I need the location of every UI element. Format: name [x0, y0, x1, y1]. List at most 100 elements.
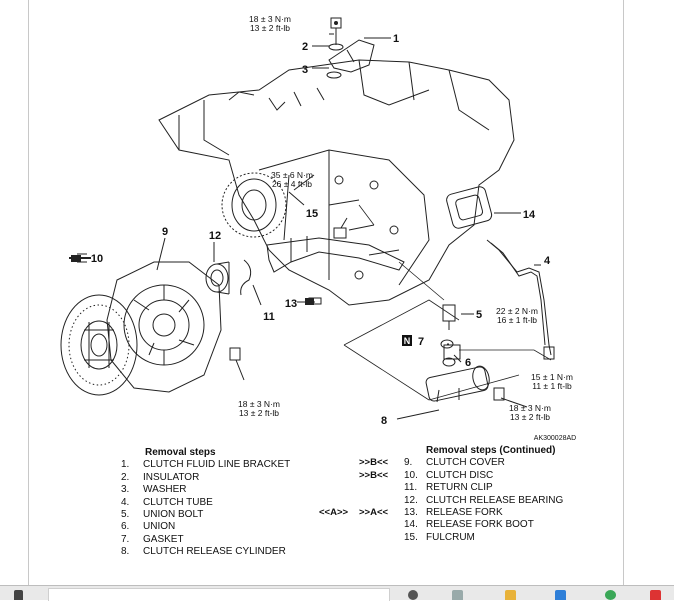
- callout-5: 5: [476, 309, 482, 321]
- removal-step: 5. UNION BOLT: [121, 509, 290, 521]
- step-number: 2.: [121, 471, 130, 483]
- torque-t3-nm: 22 ± 2 N·m: [496, 306, 538, 316]
- figure-code: AK300028AD: [534, 435, 576, 442]
- removal-step: <<A>> >>A<< 13. RELEASE FORK: [319, 507, 563, 519]
- step-label: CLUTCH RELEASE BEARING: [426, 494, 564, 506]
- clutch-exploded-diagram: 18 ± 3 N·m 13 ± 2 ft-lb 35 ± 6 N·m 26 ± …: [60, 14, 576, 442]
- removal-marker: >>A<<: [359, 507, 389, 519]
- torque-t1-ftlb: 13 ± 2 ft-lb: [250, 23, 290, 33]
- callout-4: 4: [544, 255, 551, 267]
- torque-t2-ftlb: 26 ± 4 ft-lb: [272, 179, 312, 189]
- callout-8: 8: [381, 415, 387, 427]
- step-number: 5.: [121, 509, 130, 521]
- new-part-marker: N: [404, 336, 411, 346]
- removal-steps-heading: Removal steps: [145, 447, 216, 458]
- callout-9: 9: [162, 226, 168, 238]
- task-view-icon[interactable]: [408, 590, 418, 600]
- step-label: CLUTCH COVER: [426, 457, 505, 469]
- callout-11: 11: [263, 311, 275, 323]
- torque-t4-nm: 15 ± 1 N·m: [531, 372, 573, 382]
- callout-7: 7: [418, 336, 424, 348]
- removal-steps-left: Removal steps 1. CLUTCH FLUID LINE BRACKE…: [121, 447, 290, 559]
- torque-t1-nm: 18 ± 3 N·m: [249, 14, 291, 24]
- step-label: UNION: [143, 521, 176, 533]
- removal-steps-continued-heading: Removal steps (Continued): [426, 445, 556, 456]
- removal-step: 2. INSULATOR: [121, 472, 290, 484]
- step-number: 10.: [404, 469, 418, 481]
- callout-15: 15: [306, 208, 318, 220]
- step-label: UNION BOLT: [143, 509, 204, 521]
- step-label: RELEASE FORK BOOT: [426, 519, 534, 531]
- step-number: 11.: [404, 482, 418, 494]
- step-label: WASHER: [143, 484, 187, 496]
- step-label: CLUTCH FLUID LINE BRACKET: [143, 459, 291, 471]
- removal-step: >>B<<9.CLUTCH COVER: [319, 457, 563, 469]
- step-number: 3.: [121, 484, 130, 496]
- install-marker: <<A>>: [319, 507, 349, 519]
- callout-3: 3: [302, 64, 308, 76]
- callout-2: 2: [302, 41, 308, 53]
- removal-marker: [359, 519, 404, 531]
- removal-step: 8.CLUTCH RELEASE CYLINDER: [121, 546, 290, 558]
- release-cylinder: [425, 366, 489, 402]
- callout-13: 13: [285, 298, 297, 310]
- viewer-margin: [0, 0, 28, 585]
- step-label: GASKET: [143, 533, 184, 545]
- step-label: FULCRUM: [426, 531, 475, 543]
- app-icon-2[interactable]: [650, 590, 661, 600]
- removal-step: 12.CLUTCH RELEASE BEARING: [319, 495, 563, 507]
- step-number: 9.: [404, 457, 413, 469]
- step-number: 14.: [404, 519, 418, 531]
- fluid-line-bracket: [328, 39, 375, 73]
- removal-step: >>B<<10.CLUTCH DISC: [319, 470, 563, 482]
- taskbar-search-box[interactable]: [48, 588, 390, 601]
- install-marker: [319, 482, 359, 494]
- app-icon-1[interactable]: [452, 590, 463, 600]
- torque-t3-ftlb: 16 ± 1 ft-lb: [497, 315, 537, 325]
- removal-step: 6. UNION: [121, 521, 290, 533]
- callout-6: 6: [465, 357, 471, 369]
- callout-10: 10: [91, 253, 103, 265]
- step-number: 13.: [404, 507, 418, 519]
- step-label: CLUTCH TUBE: [143, 496, 213, 508]
- release-fork-boot: [446, 186, 493, 229]
- install-marker: [319, 470, 359, 482]
- folder-icon[interactable]: [505, 590, 516, 600]
- callout-14: 14: [523, 209, 536, 221]
- removal-marker: [359, 495, 404, 507]
- removal-steps-right: Removal steps (Continued) >>B<<9.CLUTCH …: [319, 445, 563, 544]
- step-number: 1.: [121, 459, 130, 471]
- step-number: 15.: [404, 531, 418, 543]
- torque-t5-nm: 18 ± 3 N·m: [509, 403, 551, 413]
- clutch-cover: [106, 261, 222, 393]
- torque-t4-ftlb: 11 ± 1 ft-lb: [532, 381, 572, 391]
- torque-t5-ftlb: 13 ± 2 ft-lb: [510, 412, 550, 422]
- install-marker: [319, 519, 359, 531]
- removal-step: 3. WASHER: [121, 484, 290, 496]
- start-icon[interactable]: [14, 590, 23, 600]
- callout-12: 12: [209, 230, 221, 242]
- torque-t6-nm: 18 ± 3 N·m: [238, 399, 280, 409]
- step-label: RETURN CLIP: [426, 482, 493, 494]
- install-marker: [319, 495, 359, 507]
- release-fork: [266, 237, 405, 273]
- removal-step: 14. RELEASE FORK BOOT: [319, 519, 563, 531]
- removal-step: 1. CLUTCH FLUID LINE BRACKET: [121, 459, 290, 471]
- removal-step: 7.GASKET: [121, 534, 290, 546]
- clutch-tube: [486, 239, 552, 356]
- store-icon[interactable]: [555, 590, 566, 600]
- removal-marker: [359, 532, 404, 544]
- clutch-disc: [60, 294, 138, 396]
- removal-step: 4.CLUTCH TUBE: [121, 497, 290, 509]
- chrome-icon[interactable]: [605, 590, 616, 600]
- step-label: INSULATOR: [143, 471, 200, 483]
- install-marker: [319, 457, 359, 469]
- step-label: RELEASE FORK: [426, 507, 503, 519]
- torque-t6-ftlb: 13 ± 2 ft-lb: [239, 408, 279, 418]
- step-label: CLUTCH DISC: [426, 469, 494, 481]
- callout-1: 1: [393, 33, 399, 45]
- torque-t2-nm: 35 ± 6 N·m: [271, 170, 313, 180]
- step-number: 6.: [121, 521, 130, 533]
